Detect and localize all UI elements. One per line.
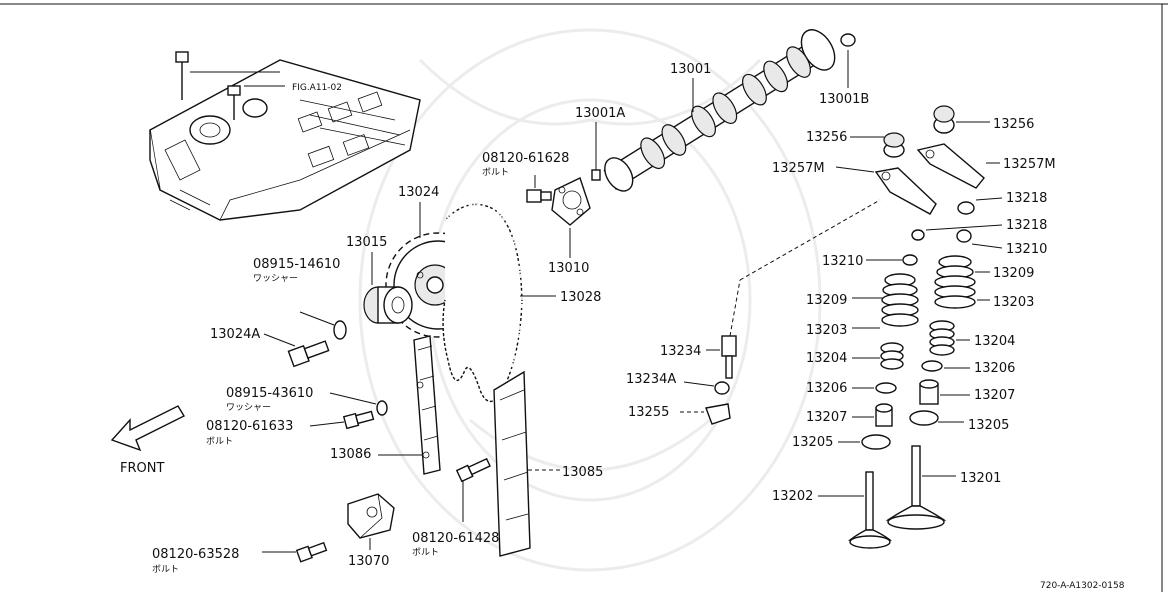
part-label-13256-right: 13256 — [993, 117, 1034, 132]
part-label-13257m-right: 13257M — [1003, 157, 1056, 172]
valve-spring-13209-left — [881, 273, 919, 327]
part-label-13218-a: 13218 — [1006, 191, 1047, 206]
rocker-arm-13257m-left — [874, 167, 937, 215]
camshaft-illustration — [603, 29, 836, 192]
part-label-13203-left: 13203 — [806, 323, 847, 338]
chain-guide-13085 — [493, 370, 531, 557]
part-label-13010: 13010 — [548, 261, 589, 276]
cylinder-head-illustration — [149, 51, 421, 221]
part-label-13210-left: 13210 — [822, 254, 863, 269]
part-label-13206-left: 13206 — [806, 381, 847, 396]
bolt-jp-label-2: ボルト — [206, 436, 233, 447]
part-label-13257m-left: 13257M — [772, 161, 825, 176]
part-label-13207-left: 13207 — [806, 410, 847, 425]
part-label-13001b: 13001B — [819, 92, 869, 107]
bolt-08120-63528 — [295, 541, 328, 563]
camshaft-plug-13001b — [840, 33, 856, 47]
valve-spring-13209-right — [934, 255, 976, 309]
valve-seal-13207-left — [875, 403, 893, 427]
sprocket-bolt-13024a — [287, 340, 330, 368]
rocker-cap-13256-right — [933, 105, 955, 134]
bolt-jp-label-3: ボルト — [412, 547, 439, 558]
bolt-jp-label-4: ボルト — [152, 564, 179, 575]
camshaft-pin — [591, 169, 601, 181]
part-label-13234a: 13234A — [626, 372, 676, 387]
part-label-13206-right: 13206 — [974, 361, 1015, 376]
washer-08915-43610 — [376, 400, 388, 416]
exhaust-valve-13202 — [847, 471, 893, 549]
part-label-13204-right: 13204 — [974, 334, 1015, 349]
washer-jp-label-1: ワッシャー — [253, 274, 298, 284]
part-label-13085: 13085 — [562, 465, 603, 480]
intake-valve-13201 — [885, 445, 947, 530]
rocker-arm-13257m-right — [916, 143, 985, 189]
part-label-13086: 13086 — [330, 447, 371, 462]
bolt-label-08120-63528: 08120-63528 — [152, 547, 239, 562]
inner-spring-13204-right — [929, 320, 955, 356]
front-label: FRONT — [120, 461, 164, 476]
part-label-13001: 13001 — [670, 62, 711, 77]
bolt-08120-61428 — [455, 457, 491, 483]
washer-label-08915-43610: 08915-43610 — [226, 386, 313, 401]
spring-retainer-13210-right — [956, 229, 972, 243]
part-label-13256-left: 13256 — [806, 130, 847, 145]
part-label-13234: 13234 — [660, 344, 701, 359]
chain-guide-13086 — [413, 335, 441, 475]
spring-seat-13206-right — [921, 360, 943, 372]
valve-cap-13218-b — [911, 229, 925, 241]
part-label-13205-left: 13205 — [792, 435, 833, 450]
part-label-13207-right: 13207 — [974, 388, 1015, 403]
timing-chain — [442, 203, 523, 403]
part-label-13209-left: 13209 — [806, 293, 847, 308]
camshaft-spacer — [363, 286, 413, 324]
chain-tensioner-13070 — [347, 493, 395, 539]
part-label-13024a: 13024A — [210, 327, 260, 342]
bolt-08120-61628 — [526, 189, 552, 203]
part-label-13209: 13209 — [993, 266, 1034, 281]
part-label-13024: 13024 — [398, 185, 439, 200]
spring-washer-13205-left — [861, 434, 891, 450]
valve-seal-13207-right — [919, 379, 939, 405]
part-label-13070: 13070 — [348, 554, 389, 569]
washer-label-08915-14610: 08915-14610 — [253, 257, 340, 272]
rocker-pad-13255 — [705, 403, 731, 425]
part-label-13205-right: 13205 — [968, 418, 1009, 433]
rocker-cap-13256-left — [883, 132, 905, 158]
bolt-08120-61633 — [342, 410, 375, 430]
bolt-jp-label-1: ボルト — [482, 167, 509, 178]
front-direction-arrow — [110, 405, 185, 452]
part-label-13001a: 13001A — [575, 106, 625, 121]
part-label-13255: 13255 — [628, 405, 669, 420]
washer-jp-label-2: ワッシャー — [226, 403, 271, 413]
spring-washer-13205-right — [909, 410, 939, 426]
valve-cap-13218-a — [957, 201, 975, 215]
part-label-13015: 13015 — [346, 235, 387, 250]
part-label-13028: 13028 — [560, 290, 601, 305]
rocker-adjust-screw-13234 — [721, 335, 737, 379]
figure-reference-label: FIG.A11-02 — [292, 83, 342, 93]
bolt-label-08120-61428: 08120-61428 — [412, 531, 499, 546]
part-label-13203-right: 13203 — [993, 295, 1034, 310]
spring-seat-13206-left — [875, 382, 897, 394]
part-label-13202: 13202 — [772, 489, 813, 504]
spring-retainer-13210-left — [902, 254, 918, 266]
camshaft-thrust-plate — [551, 177, 591, 226]
washer-08915-14610 — [333, 320, 347, 340]
part-label-13218-b: 13218 — [1006, 218, 1047, 233]
locknut-13234a — [714, 381, 730, 395]
part-label-13201: 13201 — [960, 471, 1001, 486]
part-label-13210-right: 13210 — [1006, 242, 1047, 257]
part-label-13204-left: 13204 — [806, 351, 847, 366]
bolt-label-08120-61628: 08120-61628 — [482, 151, 569, 166]
diagram-footer-code: 720-A-A1302-0158 — [1040, 581, 1125, 591]
inner-spring-13204-left — [880, 342, 904, 370]
bolt-label-08120-61633: 08120-61633 — [206, 419, 293, 434]
watermark-emblem — [358, 28, 822, 572]
